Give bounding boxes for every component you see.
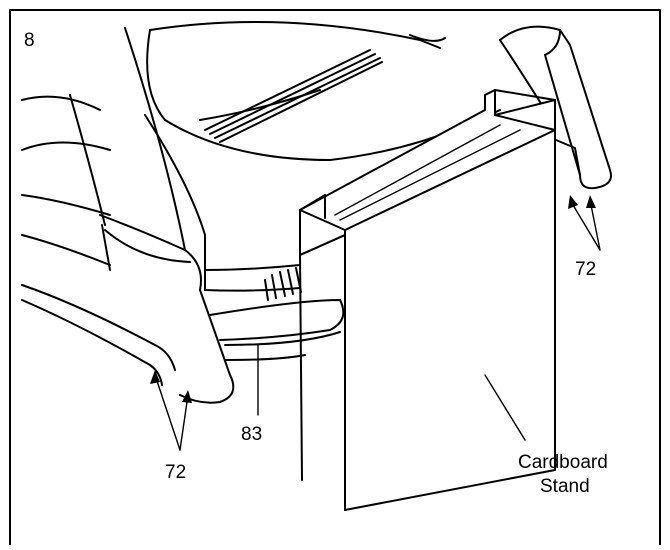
treadmill-hood <box>144 21 501 292</box>
left-upright <box>69 27 235 404</box>
callout-leaders <box>150 195 601 451</box>
label-part-83: 83 <box>241 424 262 445</box>
figure-border <box>9 9 661 546</box>
step-number: 8 <box>24 30 35 51</box>
right-upright <box>499 25 612 190</box>
label-part-72-left: 72 <box>165 462 186 483</box>
label-part-72-right: 72 <box>575 259 596 280</box>
rear-roller-83 <box>209 267 345 361</box>
label-cardboard: Cardboard <box>518 452 608 473</box>
left-frame-rail <box>21 95 176 386</box>
label-stand: Stand <box>540 476 590 497</box>
cardboard-stand <box>299 89 556 511</box>
